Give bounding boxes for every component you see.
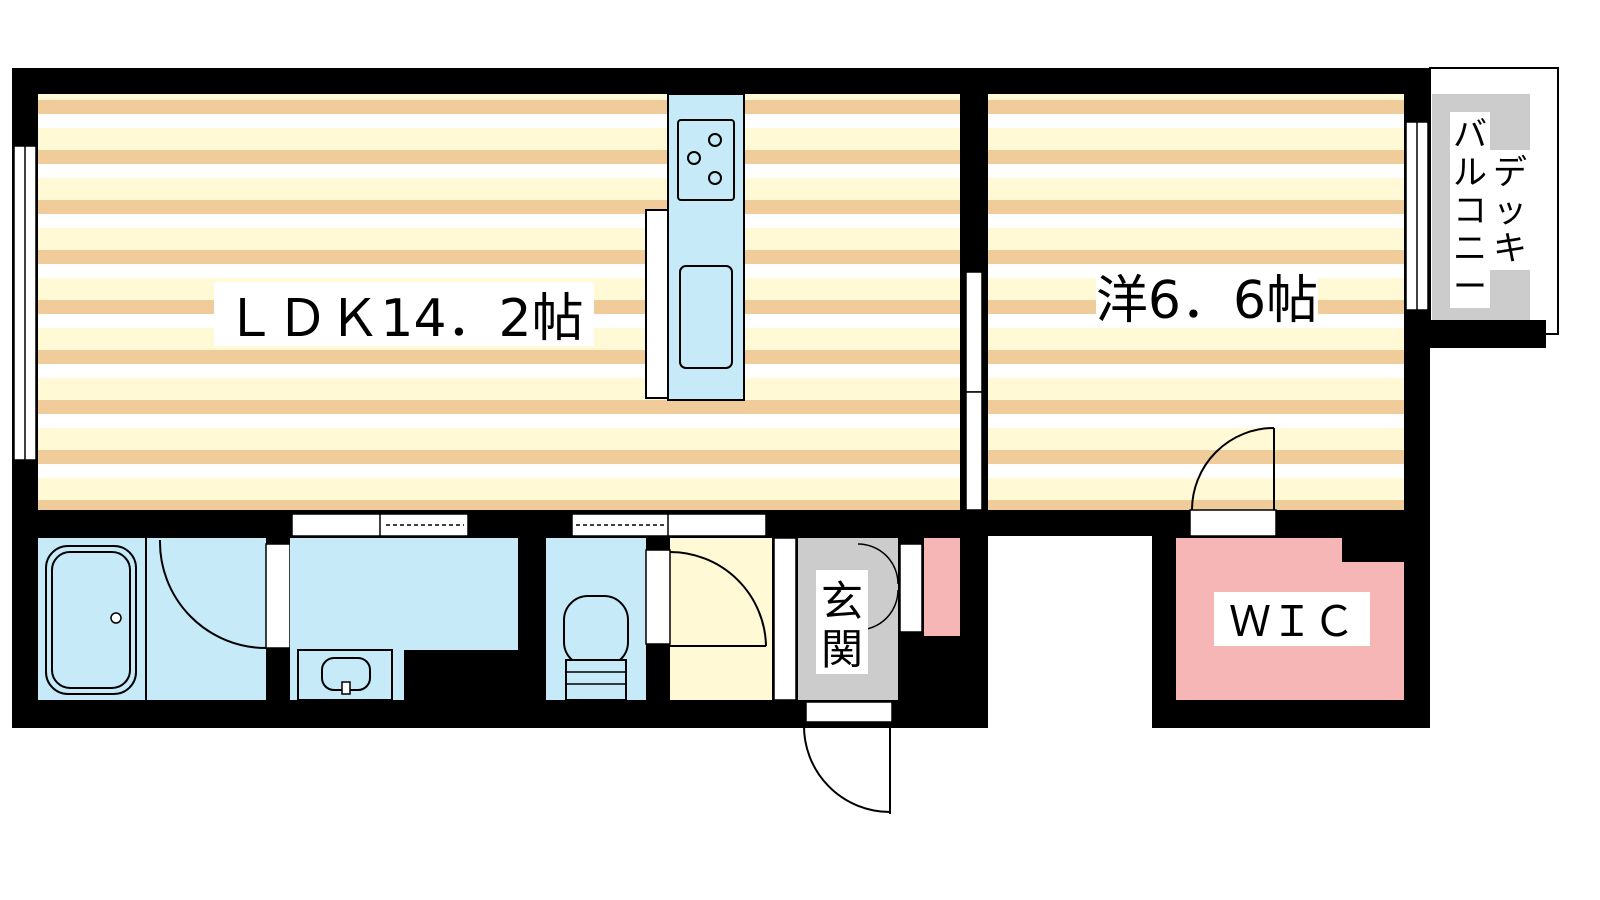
balcony-label-bg xyxy=(1450,112,1490,308)
balcony-label-1: バ xyxy=(1453,115,1487,155)
sink-icon xyxy=(679,265,733,369)
bathtub-icon xyxy=(45,545,137,695)
deck-label-3: キ xyxy=(1493,229,1527,269)
wic-door-swing[interactable] xyxy=(1191,427,1275,511)
western-room-label: 洋6．6帖 xyxy=(1096,271,1318,331)
toilet-icon xyxy=(563,595,629,701)
exterior-notch xyxy=(988,536,1152,736)
entrance-label-1: 玄 xyxy=(821,577,863,626)
washbasin-icon xyxy=(297,649,393,701)
entrance-step xyxy=(773,537,797,701)
entrance-label-2: 関 xyxy=(821,625,863,674)
toilet-door[interactable] xyxy=(645,549,671,645)
ldk-label-bg xyxy=(214,282,594,346)
bath-door-swing xyxy=(158,539,267,649)
toilet-door-swing xyxy=(669,551,767,647)
balcony-label-5: ー xyxy=(1453,267,1487,307)
balcony-label-3: コ xyxy=(1453,191,1487,231)
shoe-closet-door[interactable] xyxy=(899,543,923,633)
sliding-door-bedroom[interactable] xyxy=(965,271,983,393)
hallway-floor xyxy=(670,538,772,700)
entrance-label-bg xyxy=(816,570,868,674)
wic-door-frame xyxy=(1189,509,1277,537)
toilet-sliding-door[interactable] xyxy=(571,513,767,537)
stove-icon xyxy=(677,119,735,201)
deck-label-bg xyxy=(1490,150,1530,270)
deck-label-2: ッ xyxy=(1493,191,1527,231)
kitchen-back-panel xyxy=(645,209,669,399)
front-door-swing[interactable] xyxy=(802,723,891,813)
western-label-bg xyxy=(1096,264,1318,328)
bath-door[interactable] xyxy=(265,543,291,649)
deck-label-1: デ xyxy=(1493,153,1527,193)
balcony-wall xyxy=(1430,320,1546,348)
sliding-door-bedroom-2[interactable] xyxy=(965,391,983,511)
shoe-closet xyxy=(924,538,960,636)
washroom-floor xyxy=(290,538,518,650)
wic-label: ＷＩＣ xyxy=(1229,597,1355,646)
wic-label-bg xyxy=(1214,592,1370,646)
balcony-label-4: ニ xyxy=(1453,229,1487,269)
wic-wall-notch xyxy=(1342,538,1404,562)
balcony-label-2: ル xyxy=(1453,153,1487,193)
front-door-frame xyxy=(805,701,893,723)
ldk-label: ＬＤＫ14．2帖 xyxy=(224,289,583,349)
